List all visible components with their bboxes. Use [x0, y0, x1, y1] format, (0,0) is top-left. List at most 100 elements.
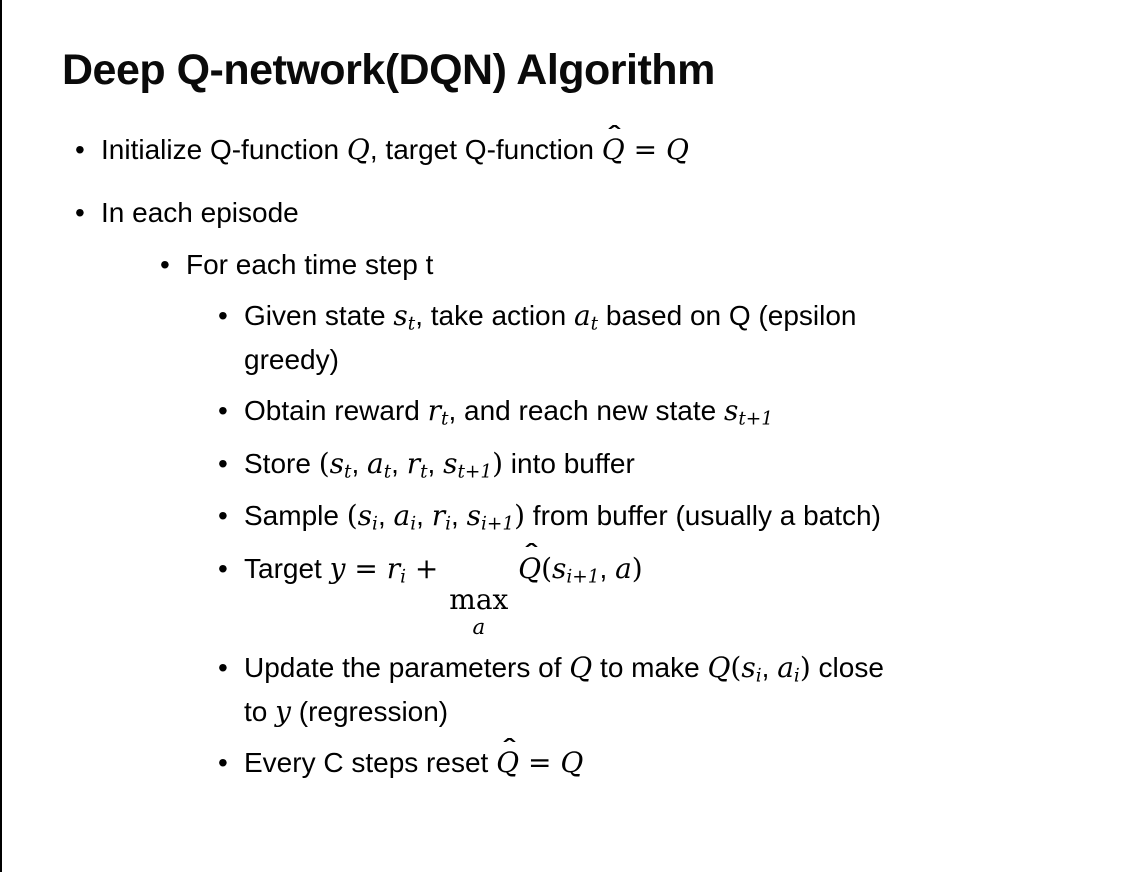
- math-operator: ): [514, 499, 526, 533]
- math-variable: s: [723, 394, 739, 428]
- text-run: Initialize Q-function: [101, 134, 347, 166]
- math-subscript: t+1: [738, 408, 773, 430]
- math-subscript: i: [445, 513, 452, 535]
- math-subscript: i: [372, 513, 378, 535]
- hat-accent-icon: ˆ: [608, 121, 620, 149]
- bullet-text: Initialize Q-function Q, target Q-functi…: [101, 122, 1090, 172]
- bullet-icon: •: [218, 652, 228, 684]
- bullet-text: Sample (si, ai, ri, si+1) from buffer (u…: [244, 495, 1090, 539]
- math-subscript: t: [420, 461, 428, 483]
- text-run: to: [244, 695, 276, 727]
- math-operator: (: [730, 651, 742, 685]
- bullet-icon: •: [75, 134, 85, 166]
- text-run: Obtain reward: [244, 395, 428, 427]
- math-variable: s: [741, 651, 756, 685]
- text-run: Store: [244, 447, 319, 479]
- bullet-item: •Update the parameters of Q to make Q(si…: [2, 647, 1090, 733]
- bullet-item: • Initialize Q-function Q, target Q-funct…: [2, 122, 1090, 172]
- bullet-item: •In each episode: [2, 192, 1090, 235]
- text-run: ,: [351, 447, 367, 479]
- hat-base: Q: [601, 133, 625, 167]
- text-run: greedy): [244, 343, 339, 375]
- bullet-icon: •: [218, 447, 228, 479]
- math-subscript: t: [441, 408, 449, 430]
- math-variable: a: [573, 299, 591, 333]
- hat-accent-icon: ˆ: [503, 734, 515, 762]
- math-subscript: t: [383, 461, 392, 483]
- math-subscript: i: [410, 513, 417, 535]
- text-run: based on Q (epsilon: [598, 300, 857, 332]
- math-subscript: t: [590, 313, 599, 335]
- text-run: ,: [391, 447, 407, 479]
- math-variable: Q: [569, 651, 593, 685]
- text-run: close: [810, 652, 884, 684]
- bullet-list: • Initialize Q-function Q, target Q-funct…: [2, 122, 1124, 785]
- text-run: Sample: [244, 500, 347, 532]
- text-run: Target: [244, 552, 330, 584]
- math-operator: (: [541, 551, 553, 585]
- math-subscript: t: [407, 313, 416, 335]
- text-run: to make: [592, 652, 708, 684]
- math-operator: =: [519, 746, 561, 780]
- math-subscript: i: [755, 665, 762, 687]
- bullet-text: Update the parameters of Q to make Q(si,…: [244, 647, 1090, 733]
- text-run: ,: [377, 500, 394, 532]
- bullet-text: For each time step t: [186, 244, 1090, 287]
- bullet-item: •Store (st, at, rt, st+1) into buffer: [2, 443, 1090, 487]
- bullet-icon: •: [218, 500, 228, 532]
- math-variable: y: [275, 694, 291, 728]
- math-variable: s: [393, 299, 408, 333]
- math-variable: r: [386, 551, 401, 585]
- text-run: Given state: [244, 300, 394, 332]
- math-operator: (: [318, 446, 330, 480]
- bullet-icon: •: [160, 248, 170, 280]
- math-variable: a: [393, 499, 411, 533]
- text-run: [510, 553, 518, 584]
- hat-accent-icon: ˆ: [525, 539, 537, 567]
- text-run: Every C steps reset: [244, 747, 497, 779]
- text-run: For each time step t: [186, 248, 434, 280]
- math-operator: (: [346, 499, 358, 533]
- math-variable: r: [427, 394, 442, 428]
- bullet-text: Given state st, take action at based on …: [244, 295, 1090, 381]
- text-run: ,: [599, 552, 616, 584]
- text-run: ,: [451, 500, 467, 532]
- bullet-icon: •: [218, 747, 228, 779]
- math-variable: s: [552, 551, 567, 585]
- math-operator: +: [406, 551, 448, 585]
- max-label: max: [449, 583, 509, 617]
- math-variable: Q: [665, 133, 689, 167]
- bullet-item: • Sample (si, ai, ri, si+1) from buffer (…: [2, 495, 1090, 539]
- hat-base: Q: [518, 551, 542, 585]
- text-run: ,: [761, 652, 778, 684]
- text-run: In each episode: [101, 196, 299, 228]
- math-subscript: t: [344, 461, 352, 483]
- math-variable: y: [329, 551, 346, 585]
- text-run: (regression): [290, 695, 449, 727]
- text-run: from buffer (usually a batch): [525, 500, 881, 532]
- math-variable: r: [431, 499, 446, 533]
- max-under-variable: a: [472, 615, 486, 641]
- math-variable: a: [615, 551, 632, 585]
- math-variable: Q: [707, 651, 731, 685]
- math-variable: s: [329, 446, 345, 480]
- math-variable: a: [367, 446, 384, 480]
- text-run: , and reach new state: [448, 395, 724, 427]
- bullet-item: •Given state st, take action at based on…: [2, 295, 1090, 381]
- bullet-icon: •: [218, 395, 228, 427]
- text-run: Update the parameters of: [244, 652, 570, 684]
- hat-base: Q: [496, 746, 520, 780]
- math-variable: s: [357, 499, 373, 533]
- math-variable: Q: [346, 133, 370, 167]
- bullet-text: Obtain reward rt, and reach new state st…: [244, 390, 1090, 434]
- slide-title: Deep Q-network(DQN) Algorithm: [62, 46, 715, 94]
- text-run: , take action: [415, 300, 574, 332]
- text-run: ,: [427, 447, 444, 479]
- bullet-text: In each episode: [101, 192, 1090, 235]
